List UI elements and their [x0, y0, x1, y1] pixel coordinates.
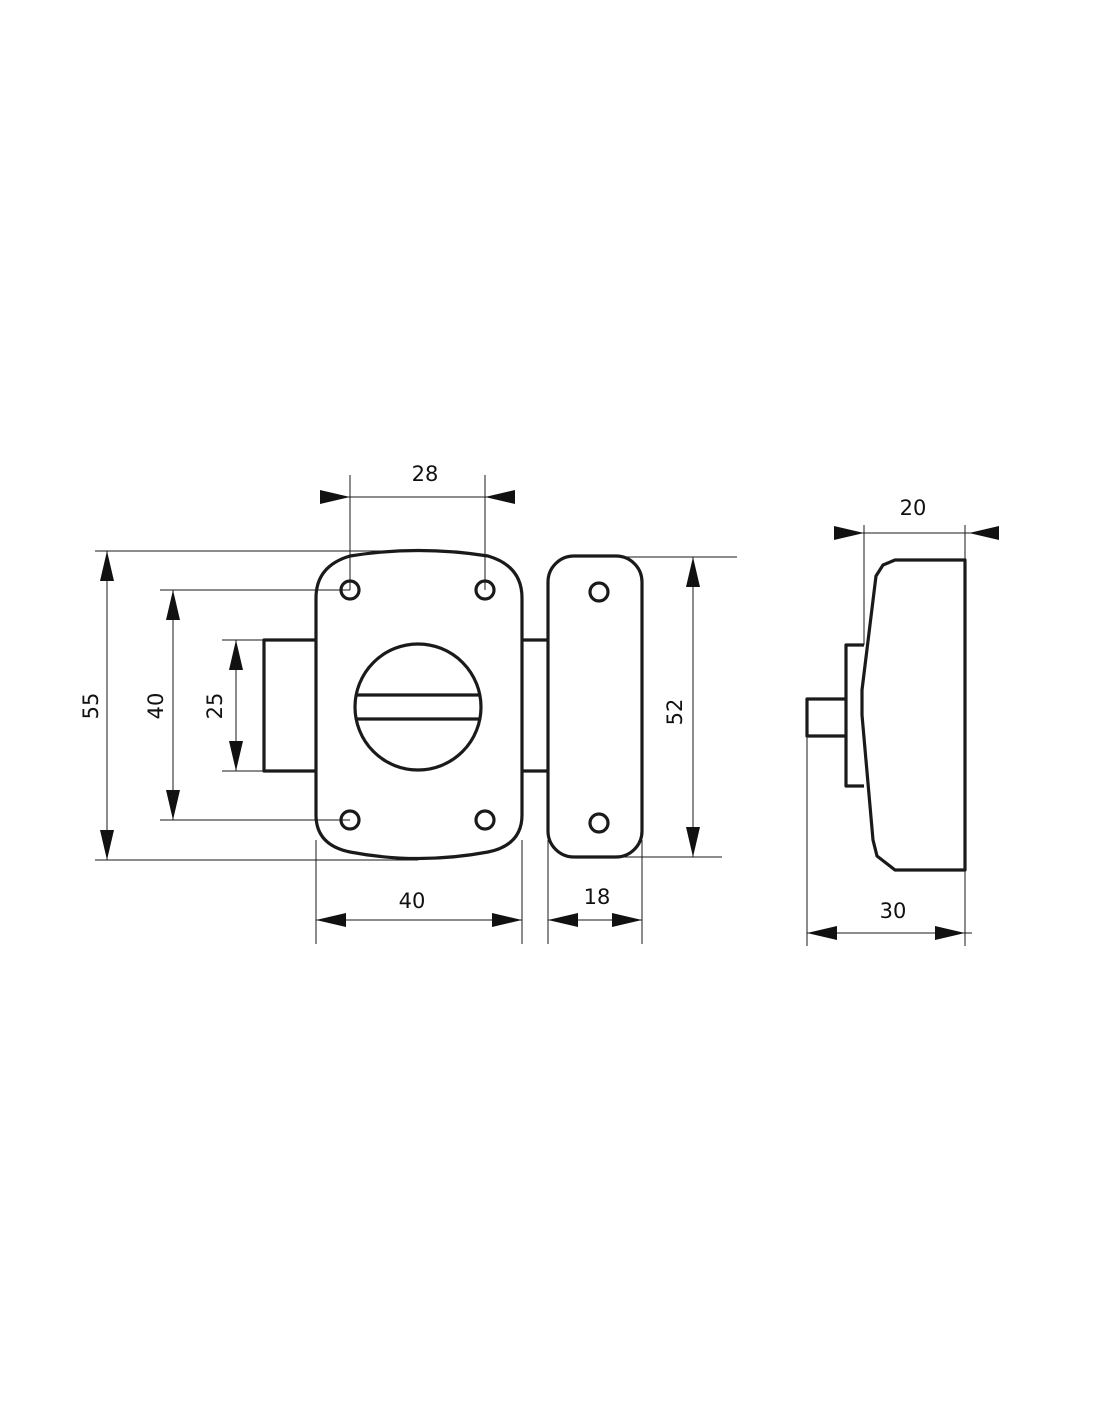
arrow-head: [229, 640, 243, 670]
arrow-head: [686, 827, 700, 857]
strike-hole-bottom: [588, 812, 610, 834]
arrow-head: [316, 913, 346, 927]
arrow-head: [485, 490, 515, 504]
arrow-head: [807, 926, 837, 940]
dimension-label-18: 18: [584, 885, 611, 909]
arrow-head: [686, 557, 700, 587]
side-turn-pin: [805, 697, 846, 738]
arrow-head: [229, 741, 243, 771]
dimension-30: 30: [807, 899, 972, 940]
dimension-40-vertical: 40: [144, 590, 180, 820]
dimension-18: 18: [548, 885, 642, 927]
dimension-40-horizontal: 40: [316, 889, 522, 927]
dimension-label-55: 55: [79, 693, 103, 720]
lock-body: [262, 548, 548, 861]
dimension-28: 28: [320, 462, 515, 504]
extension-lines: [95, 475, 966, 946]
arrow-head: [100, 830, 114, 860]
arrow-head: [548, 913, 578, 927]
side-cylinder-plate: [844, 643, 864, 788]
thumb-turn-knob: [353, 642, 483, 772]
dimension-label-40-horizontal: 40: [399, 889, 426, 913]
dimension-label-52: 52: [663, 699, 687, 726]
strike-plate-outline: [546, 554, 644, 859]
dimension-label-25: 25: [203, 693, 227, 720]
dimension-52: 52: [663, 557, 700, 857]
arrow-head: [612, 913, 642, 927]
bolt: [262, 638, 316, 773]
arrow-head: [492, 913, 522, 927]
dimension-label-28: 28: [412, 462, 439, 486]
side-view: [805, 558, 967, 872]
dimension-25: 25: [203, 640, 243, 771]
arrow-head: [320, 490, 350, 504]
strike-plate: [546, 554, 644, 859]
arrow-head: [166, 790, 180, 820]
dimension-label-30: 30: [880, 899, 907, 923]
lock-body-outline: [314, 548, 524, 861]
bolt-bridge: [522, 638, 548, 773]
dimension-label-40-vertical: 40: [144, 693, 168, 720]
arrow-head: [834, 526, 864, 540]
arrow-head: [100, 551, 114, 581]
side-body-outline: [860, 558, 967, 872]
strike-hole-top: [588, 581, 610, 603]
dimension-label-20: 20: [900, 496, 927, 520]
arrow-head: [166, 590, 180, 620]
arrow-head: [969, 526, 999, 540]
dimension-55: 55: [79, 551, 114, 860]
dimension-20: 20: [834, 496, 999, 540]
arrow-head: [935, 926, 965, 940]
screw-hole-bottom-right: [474, 809, 496, 831]
